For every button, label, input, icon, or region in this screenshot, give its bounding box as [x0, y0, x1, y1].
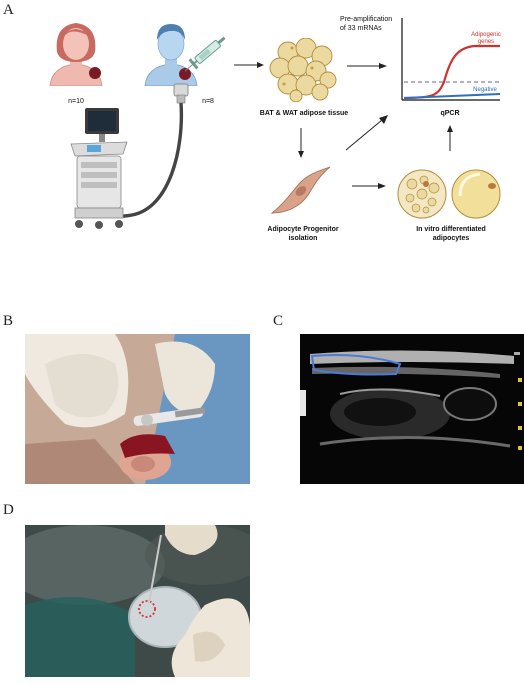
negative-label: Negative	[473, 87, 497, 93]
female-count-label: n=10	[68, 98, 84, 105]
qpcr-label: qPCR	[440, 110, 460, 117]
panel-letter-d: D	[3, 502, 14, 518]
male-patient-icon	[144, 24, 198, 86]
adipose-tissue-icon	[269, 38, 337, 102]
tissue-dish-photo	[25, 525, 250, 677]
panel-letter-b: B	[3, 313, 14, 329]
arrow-to-tissue	[234, 62, 264, 68]
arrow-to-qpcr	[347, 63, 387, 69]
progenitor-cell-icon	[270, 166, 331, 214]
progenitor-label: Adipocyte Progenitor isolation	[250, 226, 356, 243]
female-patient-icon	[49, 23, 103, 86]
panel-letter-a: A	[3, 2, 14, 18]
qpcr-plot	[401, 18, 501, 101]
preamplification-line1: Pre-amplification	[340, 16, 393, 23]
progenitor-line2: isolation	[288, 234, 318, 242]
progenitor-line1: Adipocyte Progenitor	[267, 226, 339, 233]
biopsy-photo	[25, 334, 250, 484]
adipogenic-line2: genes	[477, 39, 495, 45]
arrow-invitro-to-qpcr	[447, 125, 453, 151]
arrow-to-progenitor	[298, 128, 304, 158]
adipogenic-line1: Adipogenic	[471, 32, 501, 38]
preamplification-label: Pre-amplification of 33 mRNAs	[340, 16, 400, 33]
tissue-label: BAT & WAT adipose tissue	[259, 110, 349, 117]
preamplification-line2: of 33 mRNAs	[340, 24, 382, 32]
syringe-icon	[185, 36, 226, 73]
ultrasound-image	[300, 334, 524, 484]
ultrasound-scanner-icon	[70, 108, 128, 229]
arrow-progenitor-to-qpcr	[345, 115, 388, 151]
invitro-line1: In vitro differentiated	[416, 226, 486, 233]
male-count-label: n=8	[202, 98, 214, 105]
adipogenic-genes-label: Adipogenic genes	[466, 32, 506, 46]
invitro-label: In vitro differentiated adipocytes	[396, 226, 506, 243]
arrow-to-invitro	[352, 183, 386, 189]
panel-letter-c: C	[273, 313, 284, 329]
invitro-adipocytes-icon	[397, 169, 501, 219]
invitro-line2: adipocytes	[432, 234, 470, 242]
